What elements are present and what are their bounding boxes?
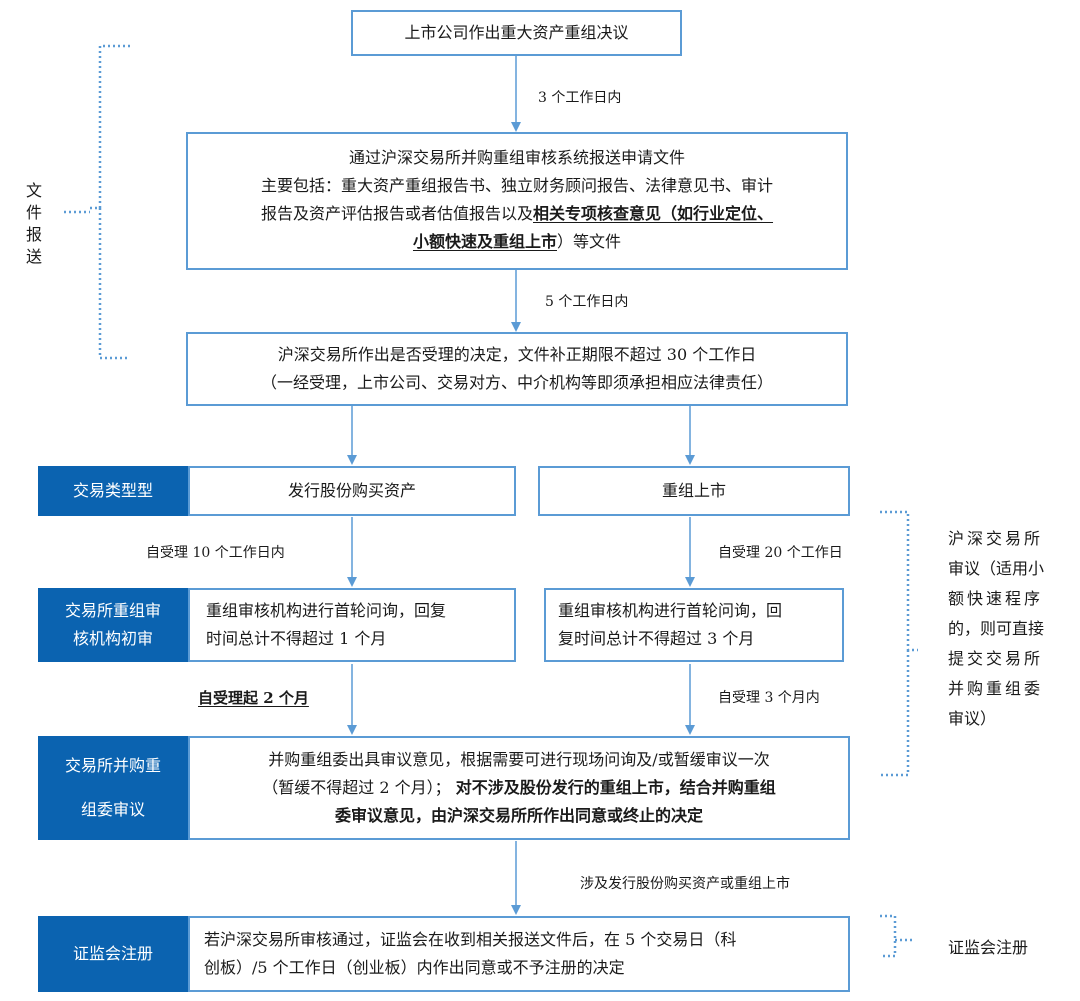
register-line1: 若沪深交易所审核通过，证监会在收到相关报送文件后，在 5 个交易日（科 <box>204 930 737 949</box>
register-line2: 创板）/5 个工作日（创业板）内作出同意或不予注册的决定 <box>204 958 625 977</box>
type-right-box: 重组上市 <box>538 466 850 516</box>
tag-initial-review: 交易所重组审 核机构初审 <box>38 588 188 662</box>
right-timing-label: 自受理 3 个月内 <box>718 690 820 706</box>
right-label-line2: 审议（适用小 <box>948 559 1045 578</box>
start-box-text: 上市公司作出重大资产重组决议 <box>404 23 629 42</box>
step2-label: 5 个工作日内 <box>545 294 629 310</box>
committee-line3: 委审议意见，由沪深交易所所作出同意或终止的决定 <box>334 806 703 825</box>
accept-line1: 沪深交易所作出是否受理的决定，文件补正期限不超过 30 个工作日 <box>277 345 757 364</box>
submit-line3-plain: 报告及资产评估报告或者估值报告以及 <box>260 204 533 223</box>
committee-line2: （暂缓不得超过 2 个月）； 对不涉及股份发行的重组上市，结合并购重组 <box>190 774 848 802</box>
tag-committee-line2: 组委审议 <box>80 800 145 819</box>
committee-line2-bold: 对不涉及股份发行的重组上市，结合并购重组 <box>455 778 776 797</box>
submit-line3: 报告及资产评估报告或者估值报告以及相关专项核查意见（如行业定位、 <box>188 200 846 228</box>
committee-box: 并购重组委出具审议意见，根据需要可进行现场问询及/或暂缓审议一次 （暂缓不得超过… <box>188 736 850 840</box>
accept-box: 沪深交易所作出是否受理的决定，文件补正期限不超过 30 个工作日 （一经受理，上… <box>186 332 848 406</box>
tag-initial-line2: 核机构初审 <box>72 629 153 648</box>
committee-line1: 并购重组委出具审议意见，根据需要可进行现场问询及/或暂缓审议一次 <box>268 750 770 769</box>
tag-committee: 交易所并购重 组委审议 <box>38 736 188 840</box>
step1-label: 3 个工作日内 <box>538 90 622 106</box>
initial-right-box: 重组审核机构进行首轮问询，回 复时间总计不得超过 3 个月 <box>544 588 844 662</box>
committee-line2-plain: （暂缓不得超过 2 个月）； <box>262 778 451 797</box>
submit-line4-plain: ）等文件 <box>557 232 622 251</box>
submit-line4: 小额快速及重组上市）等文件 <box>188 228 846 256</box>
submit-line3-bold: 相关专项核查意见（如行业定位、 <box>533 204 774 223</box>
initial-right-line2: 复时间总计不得超过 3 个月 <box>558 629 755 648</box>
submit-line2: 主要包括：重大资产重组报告书、独立财务顾问报告、法律意见书、审计 <box>260 176 773 195</box>
submit-box: 通过沪深交易所并购重组审核系统报送申请文件 主要包括：重大资产重组报告书、独立财… <box>186 132 848 270</box>
right-label-line4: 的，则可直接 <box>948 619 1045 638</box>
left-bracket <box>90 44 130 360</box>
tag-transaction-type-text: 交易类型型 <box>72 481 153 500</box>
right-label-line7: 审议） <box>948 709 997 728</box>
bottom-bracket <box>880 914 912 958</box>
tag-register-text: 证监会注册 <box>72 944 153 963</box>
right-label-line6: 并购重组委 <box>948 679 1044 698</box>
tag-committee-line1: 交易所并购重 <box>64 756 161 775</box>
left-timing-label: 自受理起 2 个月 <box>198 689 309 707</box>
right-bracket <box>880 510 918 777</box>
left-bracket-label: 文件报送 <box>26 181 43 266</box>
bottom-bracket-label: 证监会注册 <box>948 938 1029 957</box>
tag-transaction-type: 交易类型型 <box>38 466 188 516</box>
start-box: 上市公司作出重大资产重组决议 <box>351 10 682 56</box>
left-branch-label: 自受理 10 个工作日内 <box>146 545 285 561</box>
right-label-line5: 提交交易所 <box>948 649 1044 668</box>
initial-left-line1: 重组审核机构进行首轮问询，回复 <box>206 601 447 620</box>
tag-initial-line1: 交易所重组审 <box>64 601 161 620</box>
tag-register: 证监会注册 <box>38 916 188 992</box>
right-bracket-label: 沪深交易所 审议（适用小 额快速程序 的，则可直接 提交交易所 并购重组委 审议… <box>948 524 1070 734</box>
type-left-box: 发行股份购买资产 <box>188 466 516 516</box>
register-box: 若沪深交易所审核通过，证监会在收到相关报送文件后，在 5 个交易日（科 创板）/… <box>188 916 850 992</box>
type-right-text: 重组上市 <box>661 481 726 500</box>
initial-right-line1: 重组审核机构进行首轮问询，回 <box>558 601 783 620</box>
right-label-line3: 额快速程序 <box>948 589 1044 608</box>
accept-line2: （一经受理，上市公司、交易对方、中介机构等即须承担相应法律责任） <box>260 373 773 392</box>
initial-left-line2: 时间总计不得超过 1 个月 <box>206 629 387 648</box>
type-left-text: 发行股份购买资产 <box>287 481 416 500</box>
initial-left-box: 重组审核机构进行首轮问询，回复 时间总计不得超过 1 个月 <box>188 588 516 662</box>
right-branch-label: 自受理 20 个工作日 <box>718 545 843 561</box>
step3-label: 涉及发行股份购买资产或重组上市 <box>580 876 790 892</box>
submit-line1: 通过沪深交易所并购重组审核系统报送申请文件 <box>348 148 685 167</box>
right-label-line1: 沪深交易所 <box>948 529 1044 548</box>
submit-line4-bold: 小额快速及重组上市 <box>412 232 557 251</box>
